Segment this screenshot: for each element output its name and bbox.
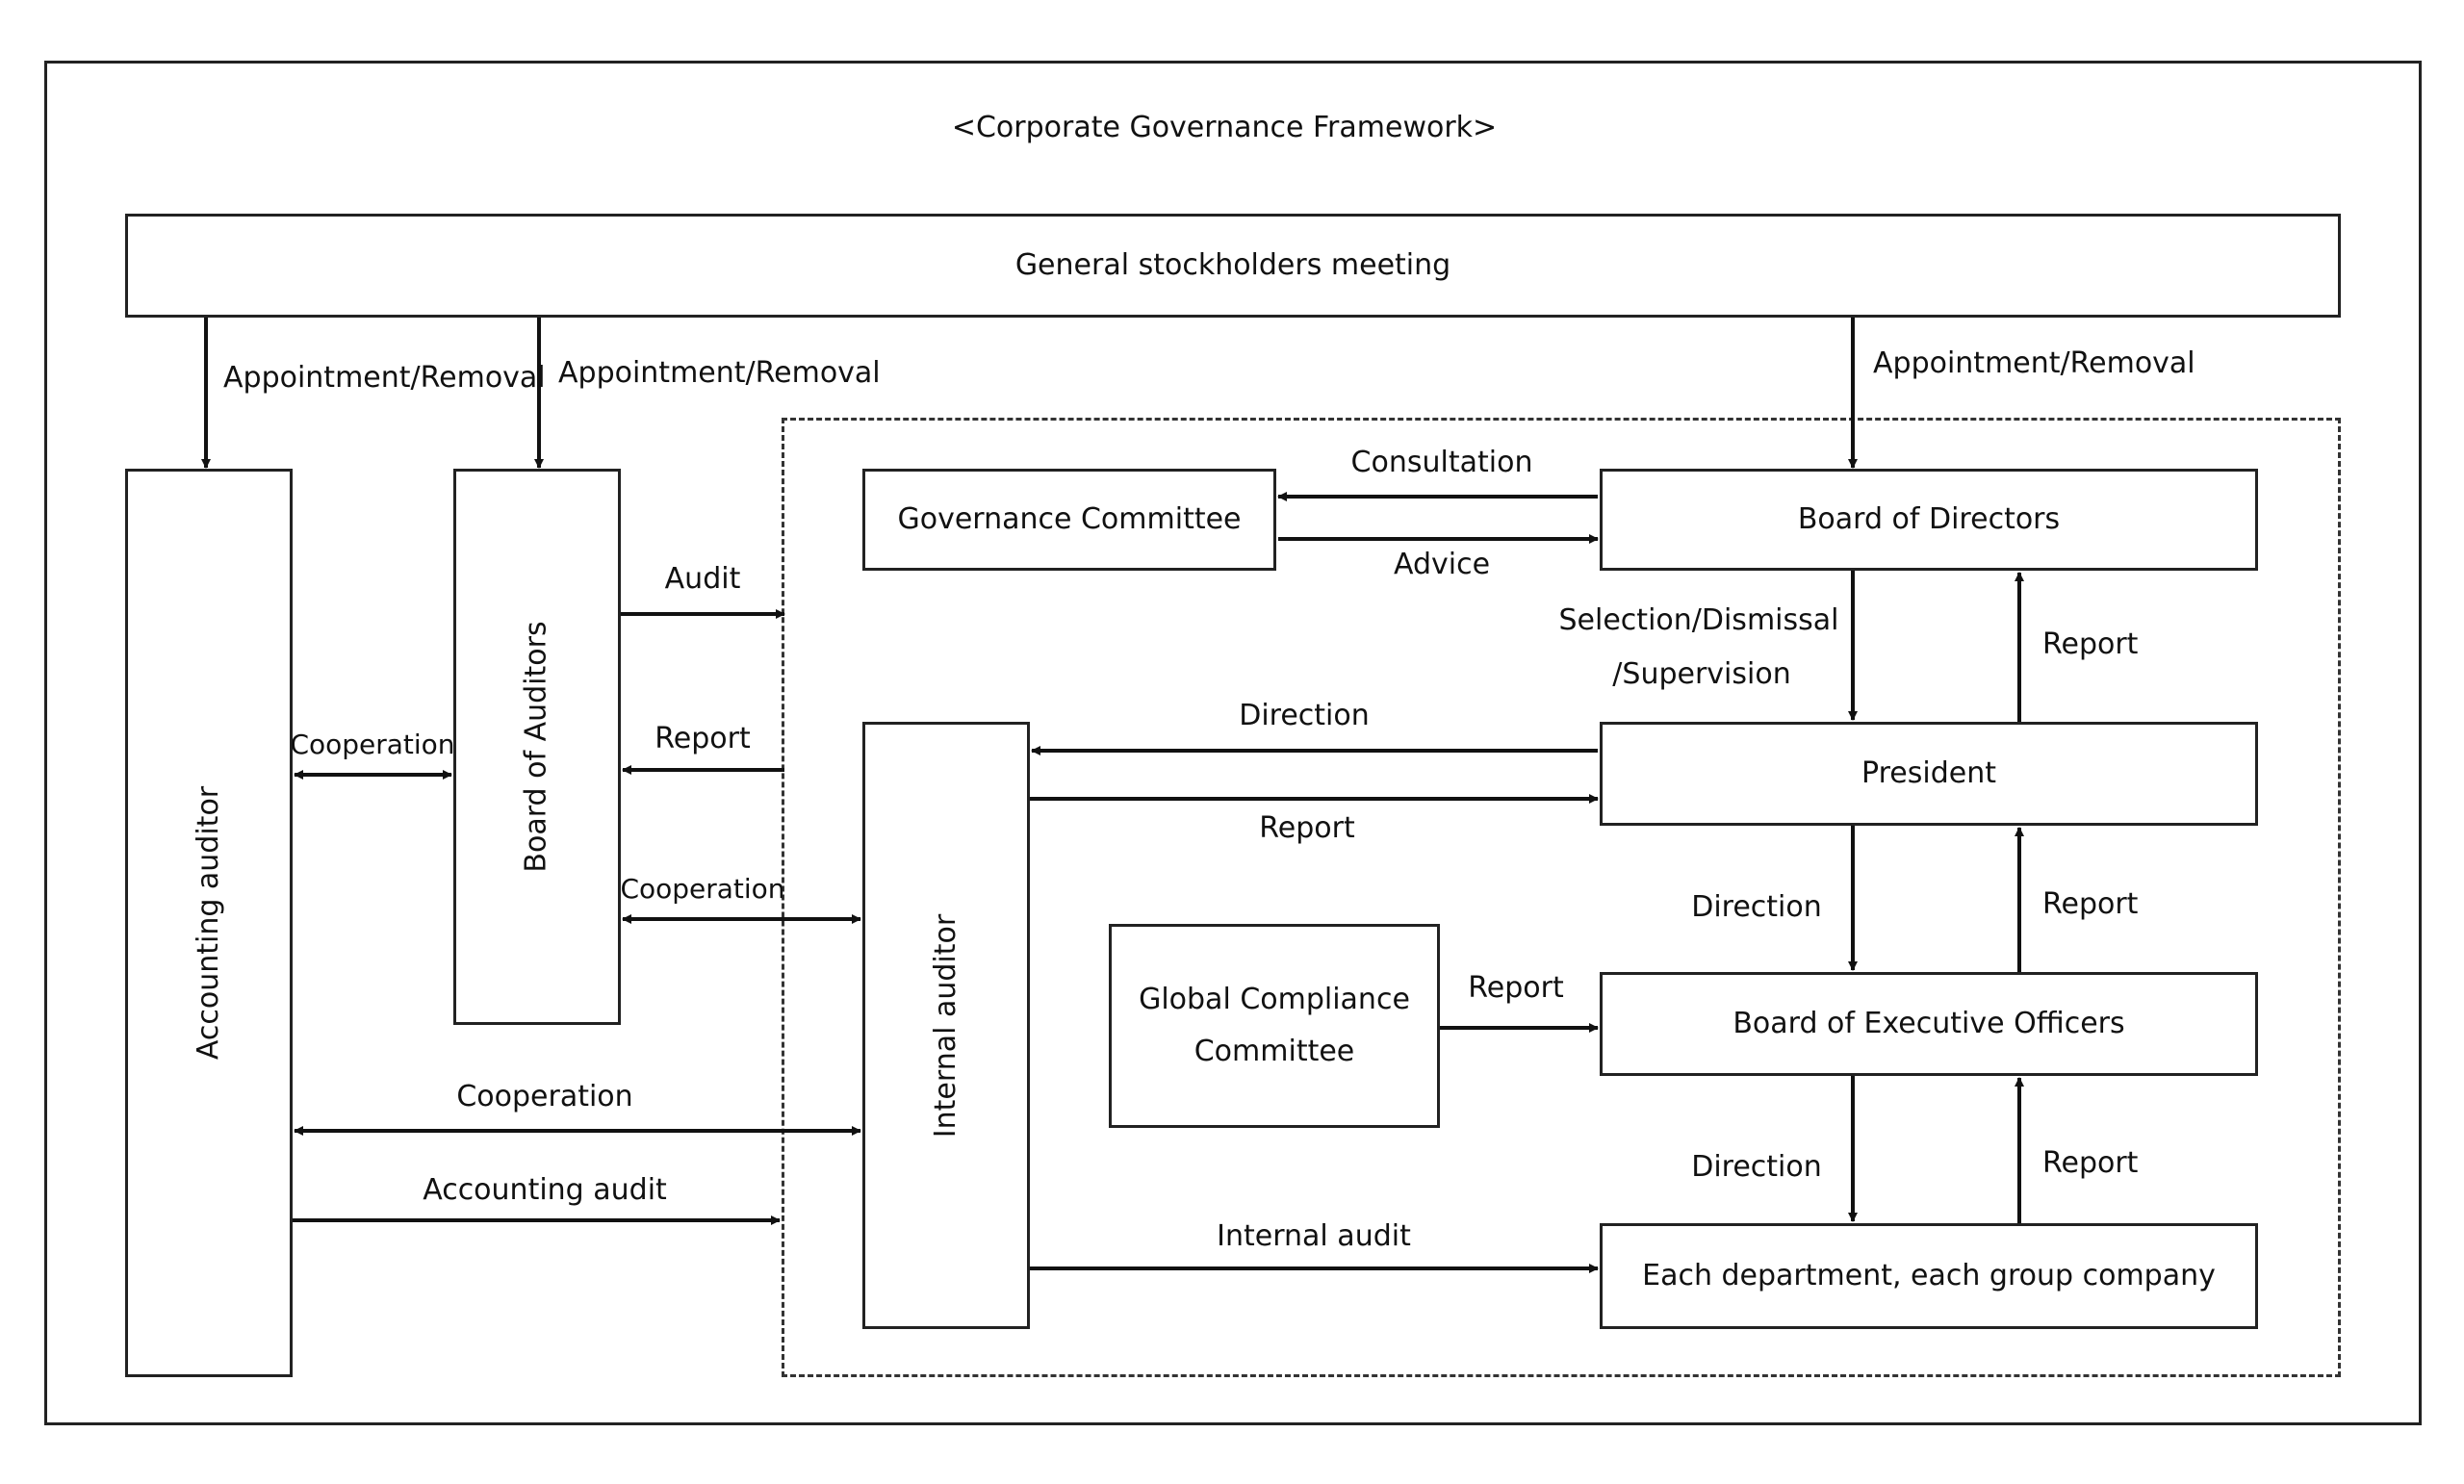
label-accounting-audit: Accounting audit — [423, 1173, 667, 1207]
label-report-compliance-to-executive: Report — [1468, 971, 1564, 1005]
board-of-auditors-label: Board of Auditors — [520, 621, 553, 873]
label-internal-audit: Internal audit — [1217, 1219, 1411, 1253]
president-label: President — [1861, 756, 1996, 790]
governance-committee-box: Governance Committee — [862, 469, 1276, 571]
label-advice: Advice — [1393, 548, 1491, 581]
executive-scope-dashed-region — [782, 418, 2341, 1377]
global-compliance-committee-label-line2: Committee — [1194, 1035, 1355, 1068]
president-box: President — [1600, 722, 2258, 826]
label-appointment-removal-directors: Appointment/Removal — [1873, 346, 2195, 380]
board-of-executive-officers-label: Board of Executive Officers — [1732, 1007, 2125, 1040]
outer-frame — [44, 61, 2422, 1425]
label-appointment-removal-accounting: Appointment/Removal — [223, 361, 546, 395]
label-direction-president-to-internal: Direction — [1239, 699, 1370, 732]
internal-auditor-label: Internal auditor — [929, 913, 963, 1138]
accounting-auditor-box: Accounting auditor — [125, 469, 293, 1377]
internal-auditor-box: Internal auditor — [862, 722, 1030, 1329]
label-audit: Audit — [664, 562, 741, 596]
label-appointment-removal-auditors: Appointment/Removal — [558, 356, 881, 390]
label-direction-president-to-executive: Direction — [1691, 890, 1822, 924]
label-direction-executive-to-department: Direction — [1691, 1150, 1822, 1184]
general-stockholders-meeting-label: General stockholders meeting — [1014, 248, 1451, 282]
board-of-directors-label: Board of Directors — [1797, 502, 2061, 536]
label-cooperation-accounting-auditors: Cooperation — [290, 729, 455, 760]
label-selection-dismissal: Selection/Dismissal — [1558, 603, 1839, 637]
board-of-directors-box: Board of Directors — [1600, 469, 2258, 571]
label-report-president-to-board: Report — [2042, 627, 2139, 661]
board-of-executive-officers-box: Board of Executive Officers — [1600, 972, 2258, 1076]
governance-committee-label: Governance Committee — [897, 502, 1242, 536]
label-report-department-to-executive: Report — [2042, 1146, 2139, 1180]
each-department-label: Each department, each group company — [1642, 1259, 2216, 1292]
diagram-title: <Corporate Governance Framework> — [951, 111, 1498, 144]
accounting-auditor-label: Accounting auditor — [192, 785, 226, 1061]
label-report-to-auditors: Report — [654, 722, 751, 755]
general-stockholders-meeting-box: General stockholders meeting — [125, 214, 2341, 318]
label-report-executive-to-president: Report — [2042, 887, 2139, 921]
board-of-auditors-box: Board of Auditors — [453, 469, 621, 1025]
global-compliance-committee-label-line1: Global Compliance — [1139, 983, 1410, 1016]
label-cooperation-auditors-internal: Cooperation — [620, 873, 785, 905]
each-department-box: Each department, each group company — [1600, 1223, 2258, 1329]
global-compliance-committee-box: Global Compliance Committee — [1109, 924, 1440, 1128]
label-supervision: /Supervision — [1612, 657, 1791, 691]
label-report-internal-to-president: Report — [1259, 811, 1355, 845]
label-consultation: Consultation — [1350, 446, 1533, 479]
label-cooperation-accounting-internal: Cooperation — [456, 1080, 633, 1113]
